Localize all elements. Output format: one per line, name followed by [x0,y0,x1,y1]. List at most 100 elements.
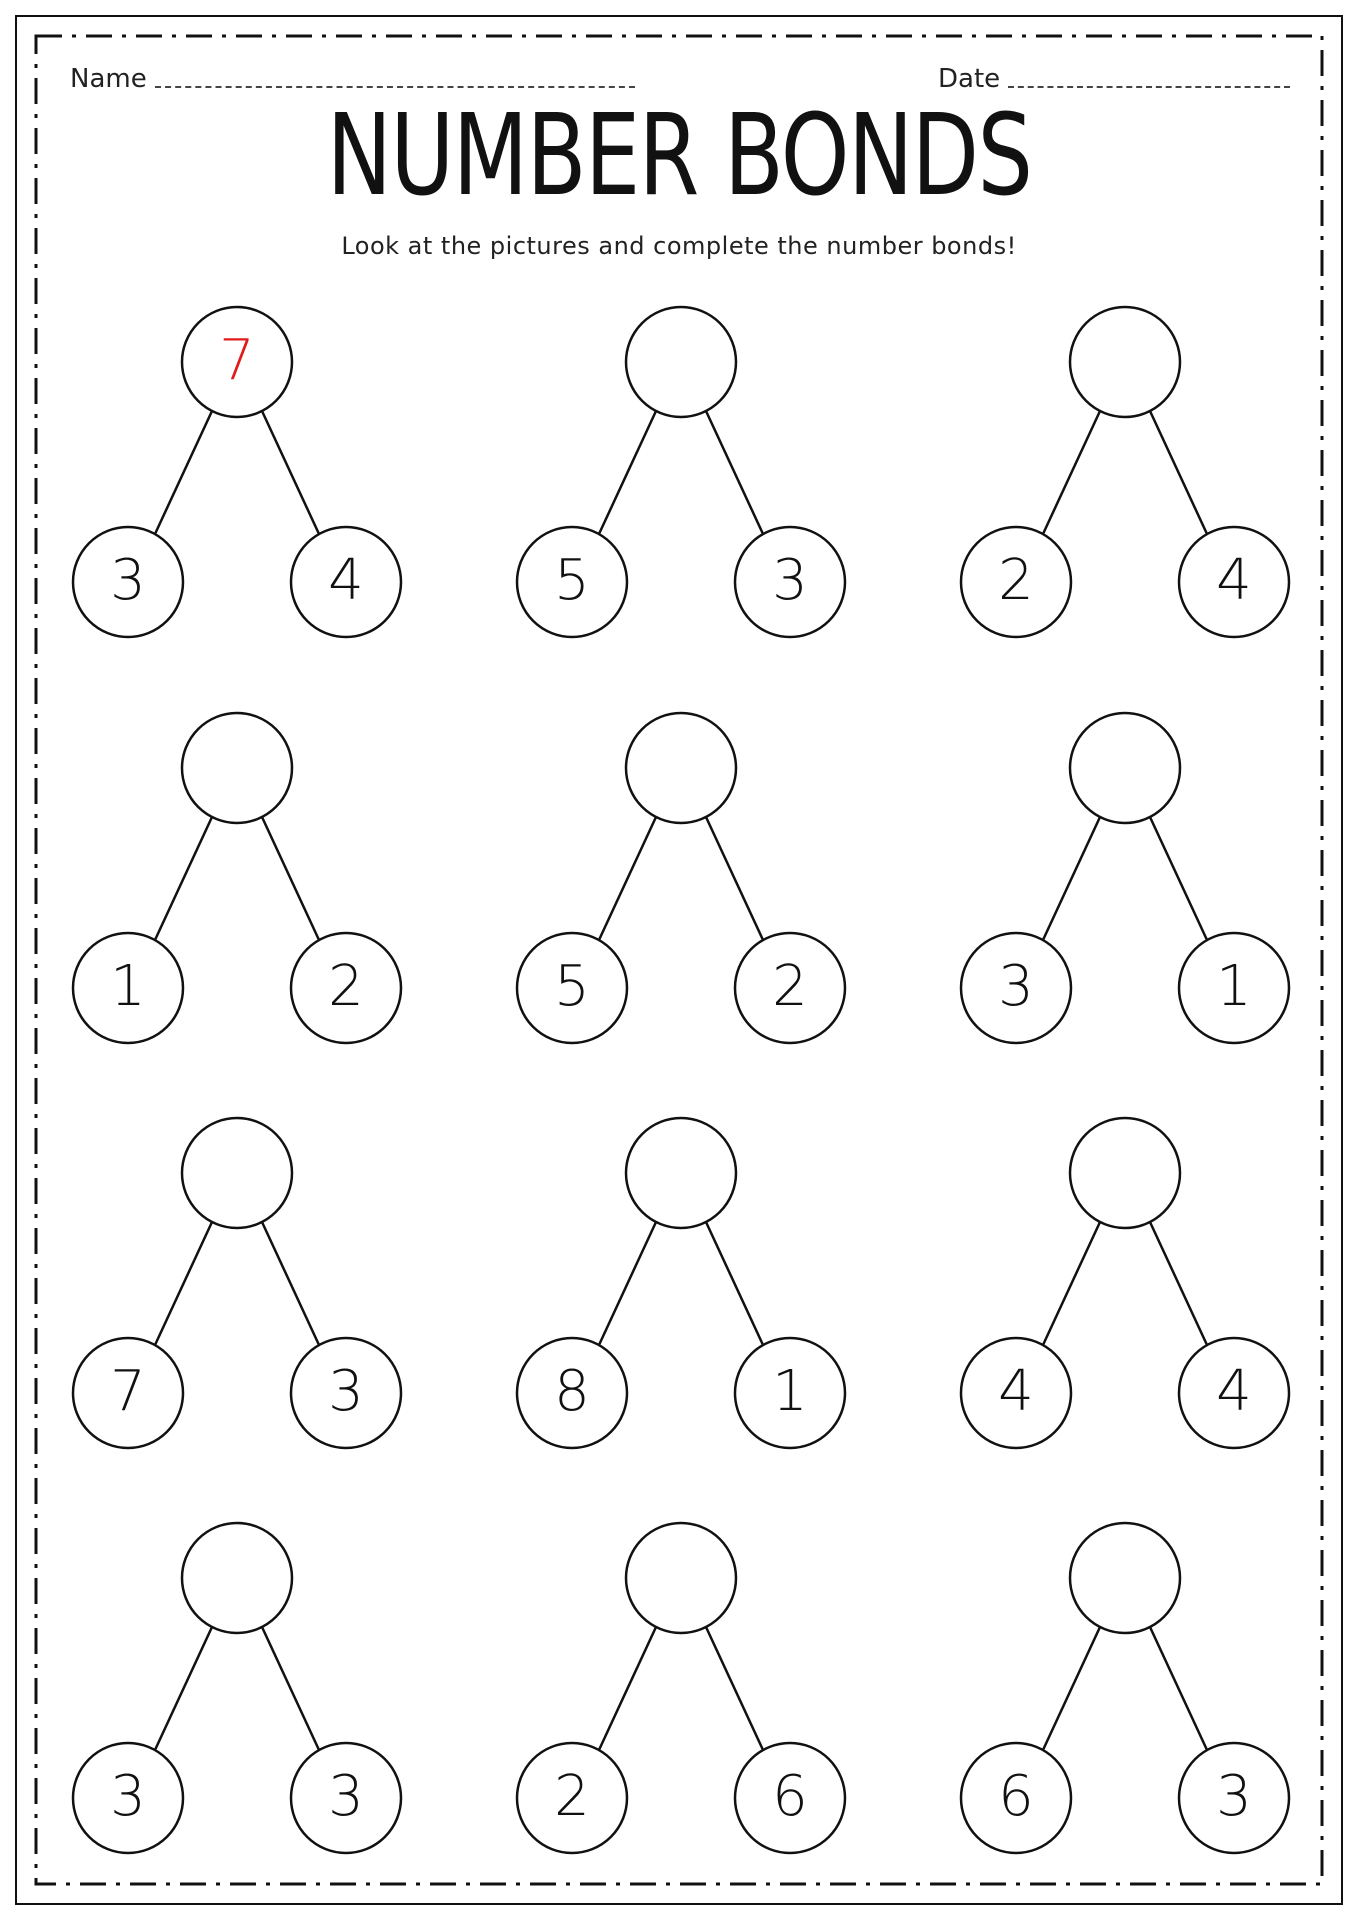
whole-number-answer[interactable] [625,1520,737,1632]
whole-circle [624,305,738,419]
part-circle-left [959,1336,1073,1450]
whole-number-answer[interactable] [625,304,737,416]
bond-diagram [515,305,847,639]
part-number-right: 1 [1216,953,1252,1019]
whole-number-answer[interactable] [181,710,293,822]
whole-circle [1068,305,1182,419]
part-number-right: 3 [772,547,808,613]
part-number-right: 3 [328,1763,364,1829]
part-circle-right [733,525,847,639]
part-number-right: 4 [328,547,364,613]
name-field[interactable]: Name [70,64,635,94]
bond-line-right [260,1626,321,1751]
bond-line-right [704,410,765,535]
bond-diagram [515,1521,847,1855]
whole-circle [1068,1116,1182,1230]
whole-circle [624,1116,738,1230]
whole-number-answer[interactable] [181,1520,293,1632]
part-circle-right [289,1336,403,1450]
bond-line-right [260,410,321,535]
date-line [1008,86,1291,88]
part-number-left: 4 [998,1358,1034,1424]
part-number-right: 3 [328,1358,364,1424]
part-circle-right [289,1741,403,1855]
part-circle-left [959,931,1073,1045]
part-number-right: 2 [772,953,808,1019]
bond-diagram [71,1521,403,1855]
whole-circle [624,1521,738,1635]
whole-circle [180,305,294,419]
bond-line-right [1148,1221,1209,1346]
part-circle-right [1177,1741,1291,1855]
part-circle-left [71,525,185,639]
bond-diagram [71,305,403,639]
part-number-right: 3 [1216,1763,1252,1829]
whole-number-answer[interactable] [1069,304,1181,416]
part-number-right: 6 [772,1763,808,1829]
whole-circle [180,1116,294,1230]
date-field[interactable]: Date [938,64,1291,94]
whole-circle [180,1521,294,1635]
part-circle-right [1177,931,1291,1045]
part-circle-right [733,931,847,1045]
part-number-left: 5 [554,547,590,613]
part-circle-right [1177,1336,1291,1450]
part-number-left: 7 [110,1358,146,1424]
part-number-left: 8 [554,1358,590,1424]
bond-line-left [597,1221,658,1346]
part-circle-left [959,525,1073,639]
part-number-left: 3 [998,953,1034,1019]
bond-line-left [153,410,214,535]
bond-line-left [597,410,658,535]
bond-line-left [597,816,658,941]
bond-line-left [153,1626,214,1751]
bond-line-left [597,1626,658,1751]
bond-line-right [1148,1626,1209,1751]
bond-line-right [704,1221,765,1346]
part-circle-right [289,525,403,639]
part-circle-left [71,1336,185,1450]
whole-number-answer[interactable] [1069,1115,1181,1227]
part-number-left: 5 [554,953,590,1019]
bond-diagram [959,711,1291,1045]
whole-circle [1068,1521,1182,1635]
part-circle-right [289,931,403,1045]
part-circle-left [515,1741,629,1855]
whole-number-answer[interactable] [1069,1520,1181,1632]
bond-diagram [515,711,847,1045]
whole-number-answer[interactable] [625,1115,737,1227]
part-number-left: 3 [110,1763,146,1829]
bond-line-right [260,1221,321,1346]
instructions: Look at the pictures and complete the nu… [341,232,1017,260]
part-number-left: 1 [110,953,146,1019]
bond-line-left [1041,816,1102,941]
bond-diagram [71,711,403,1045]
part-circle-left [71,1741,185,1855]
part-number-right: 4 [1216,547,1252,613]
whole-number-answer[interactable] [181,1115,293,1227]
bond-diagram [959,305,1291,639]
whole-number-answer[interactable] [625,710,737,822]
part-number-right: 4 [1216,1358,1252,1424]
whole-number-answer[interactable] [1069,710,1181,822]
part-circle-left [515,525,629,639]
part-circle-left [959,1741,1073,1855]
bond-diagram [71,1116,403,1450]
bond-line-left [1041,1221,1102,1346]
bond-line-right [1148,410,1209,535]
bond-diagram [959,1521,1291,1855]
whole-number-answer: 7 [219,327,255,393]
whole-circle [1068,711,1182,825]
page-title: NUMBER BONDS [326,91,1033,221]
name-label: Name [70,64,147,94]
part-circle-right [733,1741,847,1855]
